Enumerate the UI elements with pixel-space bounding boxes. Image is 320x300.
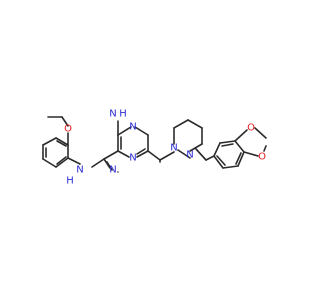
bond [195,148,207,161]
bond [173,119,189,129]
bond [91,158,105,168]
atom-amine-nh2-h: H [119,109,127,120]
atom-piperazine-n1: N [170,143,177,154]
bond [117,150,130,158]
bond [216,155,226,166]
bond [67,157,81,165]
bond [103,150,119,160]
bond [219,140,236,144]
bond [187,119,203,129]
bond [106,161,113,171]
atom-labels: N N N N H H N N N O O O [64,109,266,187]
bond [42,158,57,168]
bond [56,156,67,165]
atom-triazine-n-right: N [129,153,136,164]
bond [213,155,224,169]
bond [177,149,191,159]
atom-amine-nh2-n: N [109,109,116,120]
bond [234,129,248,142]
bond [205,155,215,161]
bond [237,151,245,167]
atom-piperazine-n4: N [186,150,193,161]
bond-lines [42,116,267,173]
bond [42,137,57,146]
atom-ether-o: O [64,124,72,135]
atom-amine-n: N [76,165,83,176]
bond [263,145,267,152]
atom-dioxole-o1: O [247,123,255,134]
atom-amine-h: H [66,176,74,187]
bond [222,165,239,169]
bond [147,150,161,161]
bond [159,151,175,161]
bond [61,116,69,127]
bond [243,151,259,157]
bond [234,140,245,153]
bond [134,126,149,136]
bond [136,148,146,155]
atom-dioxole-o2: O [258,152,266,163]
bond [55,157,69,168]
bond [117,126,132,136]
bond [189,143,203,152]
bond [235,152,242,165]
bond [136,150,149,158]
bond [213,142,221,157]
bond [56,140,67,147]
bond [254,127,267,139]
bond [55,137,69,146]
atom-triazine-n-top: N [129,122,136,133]
chemical-structure: N N N N H H N N N O O O [42,109,267,187]
bond [221,143,234,147]
atom-triazine-n-left: N [109,165,116,176]
